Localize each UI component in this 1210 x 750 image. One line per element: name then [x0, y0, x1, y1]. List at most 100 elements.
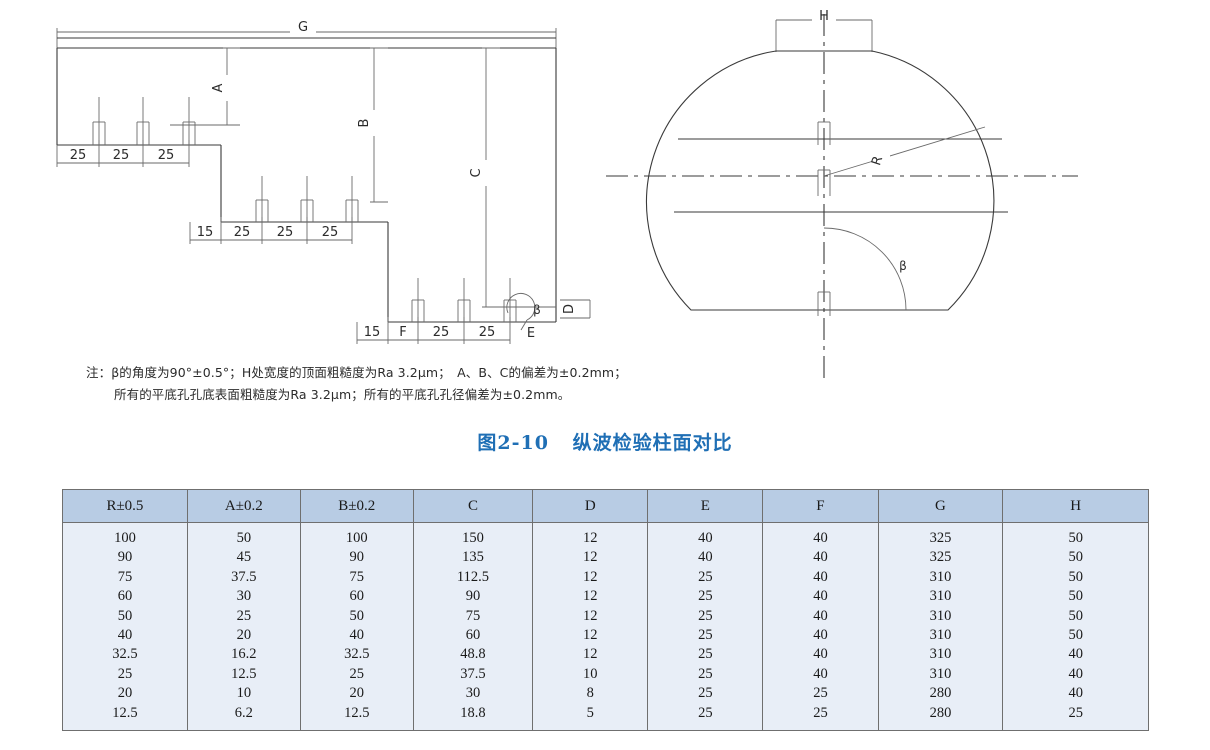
flat-bottom-hole: [182, 97, 196, 145]
figure-caption-number: 图2-10: [477, 432, 549, 454]
step3-holes: [411, 278, 517, 322]
table-cell: 12: [532, 606, 649, 627]
table-cell: 50: [1002, 606, 1149, 627]
table-cell: 25: [186, 606, 301, 627]
table-cell: 25: [299, 664, 414, 685]
table-cell: 25: [647, 587, 764, 607]
table-cell: 25: [647, 606, 764, 627]
table-cell: 25: [647, 645, 764, 665]
dimension-C: C: [469, 47, 556, 308]
table-cell: 75: [62, 567, 188, 588]
label-R: R: [869, 154, 886, 167]
table-cell: 12: [532, 645, 649, 665]
table-cell: 40: [299, 626, 414, 646]
table-cell: 60: [62, 587, 188, 607]
dimension-A: A: [170, 47, 240, 126]
table-cell: 30: [412, 684, 534, 704]
step2-holes: [255, 176, 359, 222]
beta-angle-annotation-end: β: [823, 227, 907, 311]
table-cell: 100: [299, 522, 414, 549]
table-cell: 40: [647, 522, 764, 549]
flat-bottom-hole: [457, 278, 471, 322]
table-cell: 90: [62, 548, 188, 568]
table-cell: 25: [647, 626, 764, 646]
table-cell: 40: [1002, 645, 1149, 665]
dimension-R: R: [823, 126, 986, 177]
dimension-D: D: [560, 299, 591, 319]
table-cell: 30: [186, 587, 301, 607]
dim-step2-3: 25: [322, 225, 339, 240]
table-cell: 6.2: [186, 703, 301, 731]
table-cell: 40: [762, 567, 879, 588]
table-cell: 20: [299, 684, 414, 704]
table-cell: 50: [1002, 567, 1149, 588]
table-header-cell: D: [532, 489, 649, 523]
table-cell: 75: [412, 606, 534, 627]
dimension-G: G: [56, 19, 557, 48]
table-cell: 25: [62, 664, 188, 685]
dimension-chain-step2: 15 25 25 25: [189, 217, 353, 244]
table-header-cell: G: [877, 489, 1004, 523]
table-cell: 25: [762, 703, 879, 731]
table-cell: 40: [762, 548, 879, 568]
step1-holes: [92, 97, 196, 145]
table-cell: 40: [762, 522, 879, 549]
flat-bottom-hole: [411, 278, 425, 322]
table-cell: 40: [762, 664, 879, 685]
table-cell: 5: [532, 703, 649, 731]
table-header-row: R±0.5 A±0.2 B±0.2 C D E F G H: [62, 489, 1149, 523]
dim-step2-2: 25: [277, 225, 294, 240]
label-beta-end: β: [899, 259, 907, 273]
table-cell: 280: [877, 703, 1004, 731]
table-cell: 50: [1002, 587, 1149, 607]
table-cell: 310: [877, 606, 1004, 627]
flat-bottom-hole: [92, 97, 106, 145]
table-cell: 25: [762, 684, 879, 704]
table-cell: 310: [877, 587, 1004, 607]
table-cell: 50: [1002, 548, 1149, 568]
table-cell: 310: [877, 664, 1004, 685]
label-beta-side: β: [533, 303, 541, 317]
table-cell: 112.5: [412, 567, 534, 588]
table-cell: 310: [877, 645, 1004, 665]
table-header-cell: H: [1002, 489, 1149, 523]
table-cell: 60: [299, 587, 414, 607]
technical-drawings: .ln { stroke:#3a3a3a; stroke-width:1.1; …: [56, 8, 1078, 380]
table-cell: 45: [186, 548, 301, 568]
table-cell: 40: [762, 626, 879, 646]
table-cell: 20: [62, 684, 188, 704]
table-cell: 60: [412, 626, 534, 646]
table-cell: 40: [1002, 684, 1149, 704]
table-cell: 325: [877, 522, 1004, 549]
table-cell: 10: [532, 664, 649, 685]
table-cell: 50: [186, 522, 301, 549]
side-view-group: G A: [56, 19, 591, 344]
table-cell: 25: [647, 703, 764, 731]
table-cell: 50: [62, 606, 188, 627]
table-cell: 16.2: [186, 645, 301, 665]
table-cell: 40: [762, 587, 879, 607]
table-cell: 12.5: [186, 664, 301, 685]
dimension-chain-step1: 25 25 25: [56, 140, 190, 167]
flat-bottom-hole: [136, 97, 150, 145]
table-cell: 12: [532, 587, 649, 607]
table-cell: 20: [186, 626, 301, 646]
flat-bottom-hole: [345, 176, 359, 222]
table-cell: 25: [647, 664, 764, 685]
table-cell: 310: [877, 626, 1004, 646]
table-cell: 40: [1002, 664, 1149, 685]
cylinder-outline: [646, 50, 995, 311]
table-cell: 50: [299, 606, 414, 627]
table-cell: 90: [412, 587, 534, 607]
drawing-svg: .ln { stroke:#3a3a3a; stroke-width:1.1; …: [56, 8, 1078, 380]
table-header-cell: E: [647, 489, 764, 523]
table-cell: 50: [1002, 626, 1149, 646]
